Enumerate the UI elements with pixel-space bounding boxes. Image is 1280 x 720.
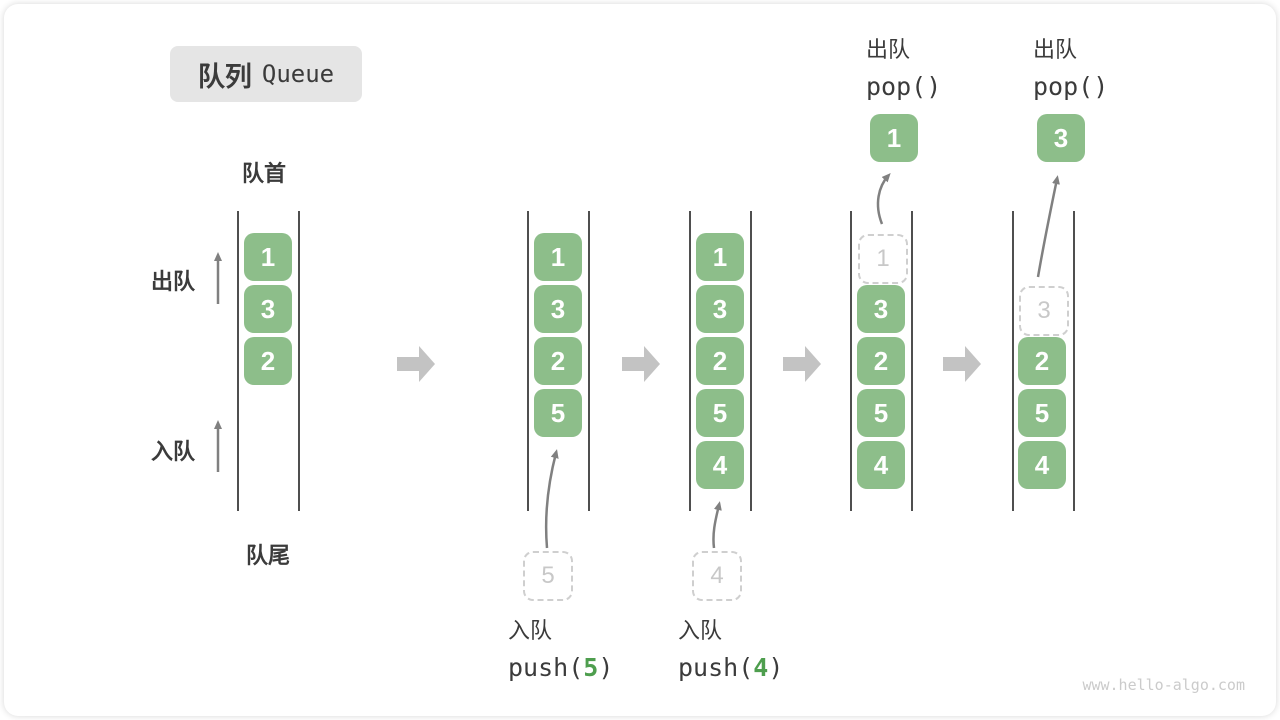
queue-cell: 5 xyxy=(1018,389,1066,437)
op-pop2-code: pop() xyxy=(1033,72,1109,101)
diagram-title-en: Queue xyxy=(261,60,335,88)
diagram-panel xyxy=(4,4,1276,716)
label-enqueue-left: 入队 xyxy=(151,439,196,464)
queue-cell: 3 xyxy=(534,285,582,333)
op-pop1-code: pop() xyxy=(866,72,942,101)
op-label-pop1: 出队 pop() xyxy=(866,32,941,101)
queue-wall xyxy=(527,211,529,511)
queue-cell: 3 xyxy=(244,285,292,333)
queue-wall xyxy=(689,211,691,511)
queue-cell: 3 xyxy=(696,285,744,333)
label-queue-rear: 队尾 xyxy=(245,543,290,568)
queue-cell: 1 xyxy=(534,233,582,281)
queue-cell: 2 xyxy=(696,337,744,385)
incoming-cell-ghost: 4 xyxy=(692,551,742,601)
queue-cell: 2 xyxy=(244,337,292,385)
code-text: ) xyxy=(598,653,614,682)
op-push5-code: push(5) xyxy=(508,653,613,682)
popped-cell: 1 xyxy=(870,114,918,162)
removed-cell-ghost: 1 xyxy=(858,234,908,284)
queue-wall xyxy=(850,211,852,511)
diagram-title-box: 队列 Queue xyxy=(170,46,362,102)
code-text: ) xyxy=(768,653,784,682)
incoming-cell-ghost: 5 xyxy=(523,551,573,601)
op-label-push5: 入队 push(5) xyxy=(508,613,613,682)
queue-wall xyxy=(298,211,300,511)
op-push4-code: push(4) xyxy=(678,653,783,682)
queue-wall xyxy=(911,211,913,511)
code-text: push( xyxy=(678,653,754,682)
queue-cell: 1 xyxy=(244,233,292,281)
op-pop2-label: 出队 xyxy=(1033,37,1078,62)
label-dequeue-left: 出队 xyxy=(151,269,196,294)
queue-cell: 3 xyxy=(857,285,905,333)
queue-wall xyxy=(1073,211,1075,511)
queue-cell: 2 xyxy=(857,337,905,385)
op-push4-label: 入队 xyxy=(678,618,723,643)
queue-cell: 5 xyxy=(534,389,582,437)
watermark: www.hello-algo.com xyxy=(1082,676,1245,694)
queue-wall xyxy=(588,211,590,511)
queue-cell: 2 xyxy=(534,337,582,385)
op-label-push4: 入队 push(4) xyxy=(678,613,783,682)
queue-cell: 1 xyxy=(696,233,744,281)
queue-wall xyxy=(1012,211,1014,511)
op-push5-label: 入队 xyxy=(508,618,553,643)
code-arg: 5 xyxy=(583,653,599,682)
popped-cell: 3 xyxy=(1037,114,1085,162)
label-queue-front: 队首 xyxy=(241,161,286,186)
queue-cell: 2 xyxy=(1018,337,1066,385)
queue-cell: 4 xyxy=(696,441,744,489)
code-text: push( xyxy=(508,653,584,682)
queue-cell: 5 xyxy=(696,389,744,437)
queue-cell: 4 xyxy=(1018,441,1066,489)
queue-cell: 5 xyxy=(857,389,905,437)
code-arg: 4 xyxy=(753,653,769,682)
queue-wall xyxy=(750,211,752,511)
diagram-title-zh: 队列 xyxy=(197,61,252,92)
op-label-pop2: 出队 pop() xyxy=(1033,32,1108,101)
removed-cell-ghost: 3 xyxy=(1019,286,1069,336)
op-pop1-label: 出队 xyxy=(866,37,911,62)
queue-cell: 4 xyxy=(857,441,905,489)
queue-wall xyxy=(237,211,239,511)
